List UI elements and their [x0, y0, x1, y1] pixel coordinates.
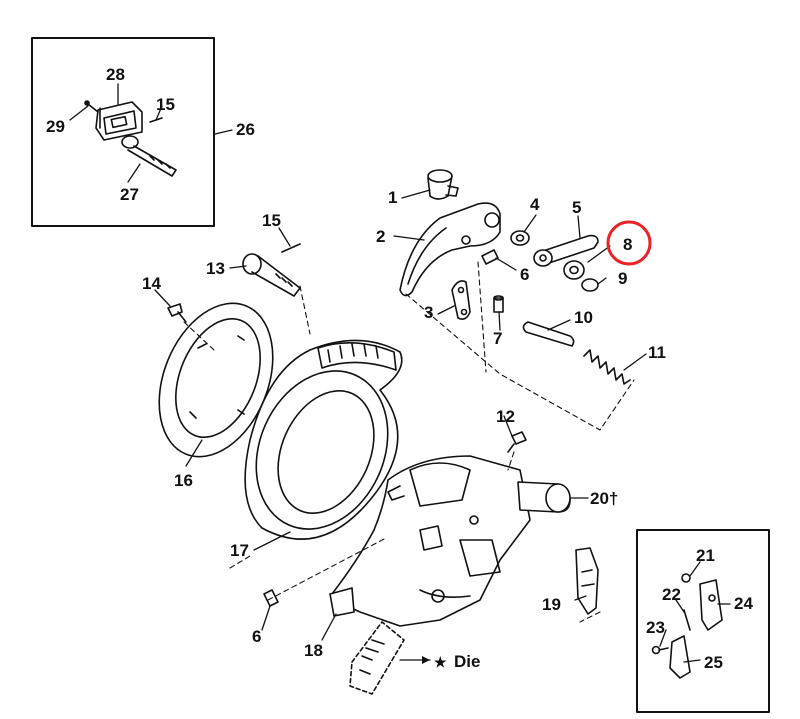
part-18-main-body — [329, 455, 531, 627]
callout-16: 16 — [174, 471, 193, 490]
callout-6-bottom: 6 — [252, 627, 261, 646]
part-5-pin — [533, 234, 599, 267]
callout-22: 22 — [662, 585, 681, 604]
callout-13: 13 — [206, 259, 225, 278]
callout-26: 26 — [236, 120, 255, 139]
highlight-circle — [606, 220, 652, 266]
part-11-spring — [583, 349, 631, 385]
callout-1: 1 — [388, 188, 397, 207]
part-19-jaw — [575, 547, 599, 615]
callout-27: 27 — [120, 185, 139, 204]
leader-arrows — [422, 656, 430, 664]
callout-7: 7 — [493, 329, 502, 348]
callout-17: 17 — [230, 541, 249, 560]
callout-28: 28 — [106, 65, 125, 84]
callout-12: 12 — [496, 407, 515, 426]
part-15-pin — [281, 243, 301, 253]
die-star: ★ — [434, 654, 447, 670]
part-25-lever — [669, 635, 691, 679]
part-21-pin — [681, 573, 691, 583]
part-7-cylinder — [493, 295, 504, 313]
part-13-bolt — [242, 253, 301, 297]
callout-23: 23 — [646, 618, 665, 637]
callout-11: 11 — [648, 343, 666, 362]
part-6-pin-top — [481, 249, 499, 265]
die-insert — [349, 621, 405, 695]
part-29-screw — [84, 100, 99, 113]
leader-lines — [69, 83, 731, 663]
callout-24: 24 — [734, 594, 753, 613]
callout-21: 21 — [696, 546, 715, 565]
part-14-screw — [167, 303, 187, 323]
callout-6: 6 — [520, 265, 529, 284]
part-22-spring-pin — [683, 609, 691, 631]
part-24-latch — [699, 579, 723, 631]
part-9-ring — [581, 278, 599, 292]
callout-10: 10 — [574, 308, 593, 327]
part-8-roller — [563, 260, 585, 280]
part-27-stud — [121, 135, 177, 177]
callout-4: 4 — [530, 195, 540, 214]
part-1-shaft — [427, 169, 459, 200]
part-2-lever-arm — [399, 202, 501, 297]
part-28-clamp-block — [95, 101, 143, 141]
inset-box-bottom-right — [636, 529, 770, 713]
assembly-guide-lines — [183, 261, 635, 623]
callout-19: 19 — [542, 595, 561, 614]
callout-14: 14 — [142, 274, 161, 293]
callout-15: 15 — [262, 211, 281, 230]
callout-15-inset: 15 — [156, 95, 175, 114]
part-12-screw — [507, 431, 527, 453]
die-label: Die — [454, 652, 480, 671]
callout-2: 2 — [376, 227, 385, 246]
part-20-shaft — [517, 481, 571, 513]
part-17-ring-housing — [244, 339, 403, 540]
inset-box-top-left — [31, 37, 215, 227]
callout-20: 20† — [590, 489, 618, 508]
callout-3: 3 — [424, 303, 433, 322]
callout-8: 8 — [623, 235, 632, 254]
callout-18: 18 — [304, 641, 323, 660]
part-10-roller-pin — [522, 321, 575, 347]
part-23-screw — [651, 645, 669, 655]
callout-5: 5 — [572, 198, 581, 217]
callout-9: 9 — [618, 269, 627, 288]
part-4-washer — [510, 230, 530, 246]
callout-29: 29 — [46, 117, 65, 136]
part-3-link — [451, 280, 471, 320]
callout-25: 25 — [704, 653, 723, 672]
